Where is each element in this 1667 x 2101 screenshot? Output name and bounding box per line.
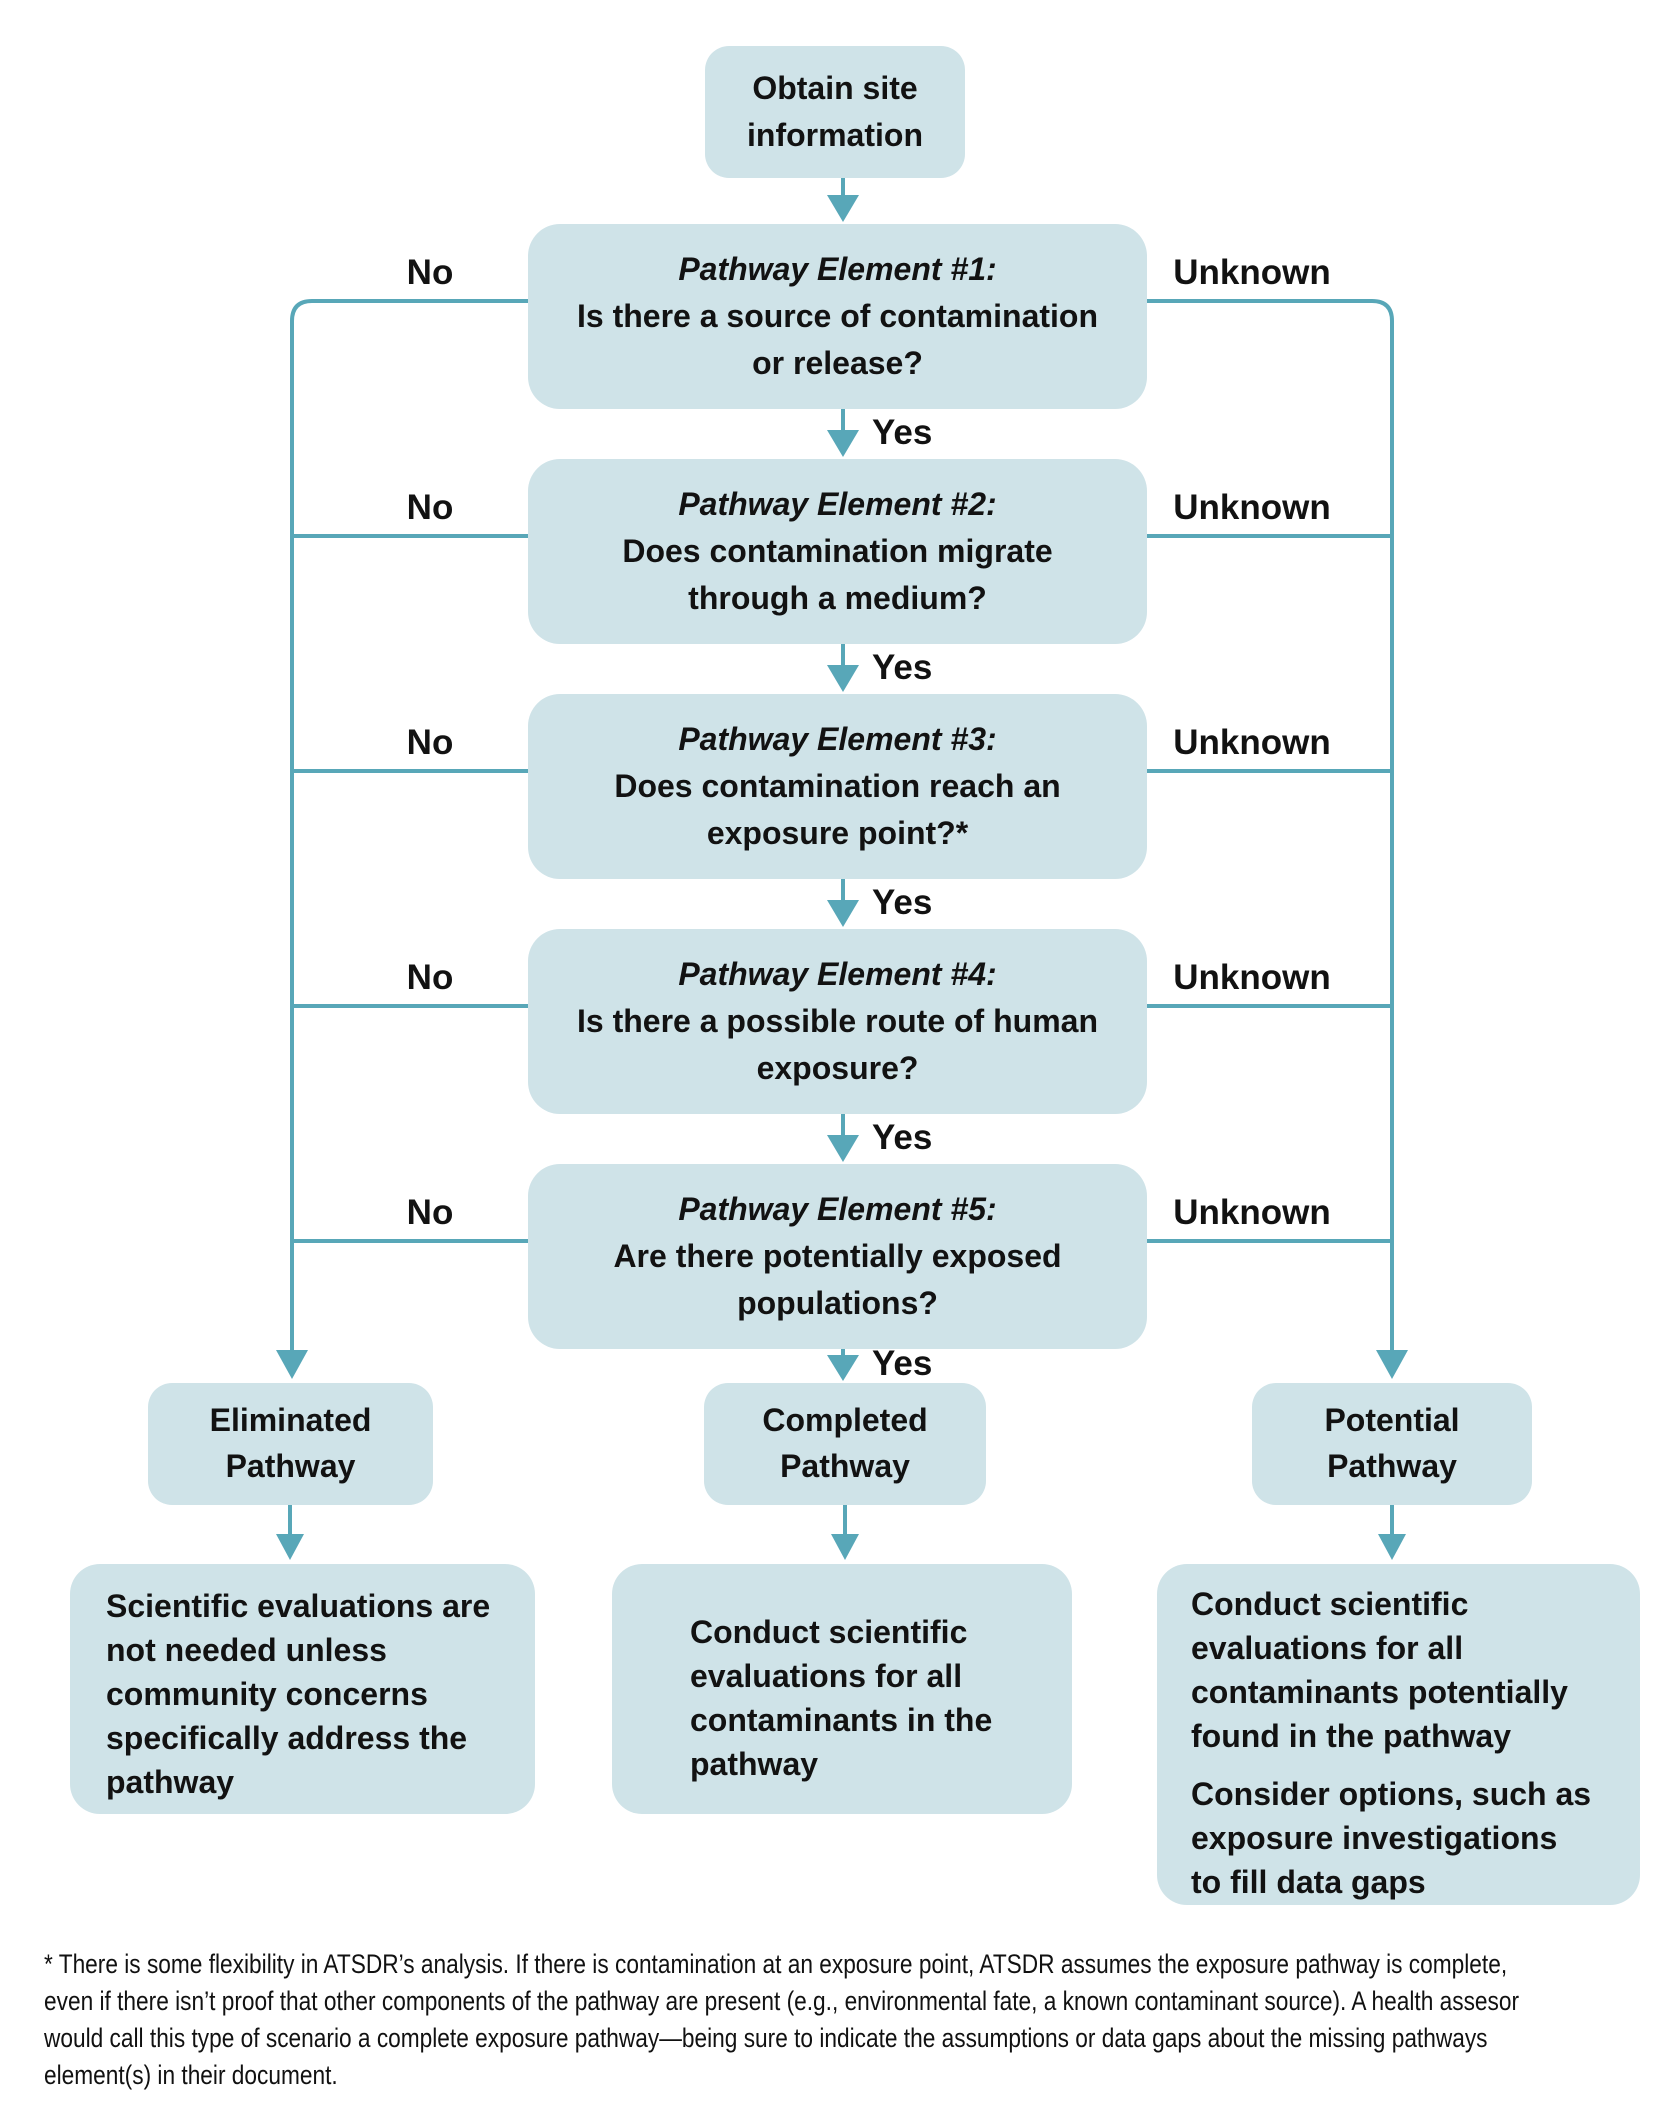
- eliminated-outcome-box: Scientific evaluations are not needed un…: [70, 1564, 535, 1814]
- unknown-label-4: Unknown: [1173, 958, 1331, 997]
- unknown-label-2: Unknown: [1173, 488, 1331, 527]
- potential-outcome-text: exposure investigations: [1191, 1820, 1558, 1856]
- potential-outcome-text: Consider options, such as: [1191, 1776, 1592, 1812]
- potential-outcome-text: evaluations for all: [1191, 1630, 1464, 1666]
- pathway-element-4-box: Pathway Element #4: Is there a possible …: [528, 929, 1147, 1114]
- pathway-element-3-box: Pathway Element #3: Does contamination r…: [528, 694, 1147, 879]
- eliminated-outcome-text: not needed unless: [106, 1632, 387, 1668]
- no-label-4: No: [406, 958, 454, 997]
- eliminated-outcome-text: specifically address the: [106, 1720, 468, 1756]
- eliminated-outcome-text: community concerns: [106, 1676, 428, 1712]
- start-box-line: information: [747, 117, 923, 153]
- potential-outcome-text: contaminants potentially: [1191, 1674, 1568, 1710]
- no-label-5: No: [406, 1193, 454, 1232]
- completed-pathway-label: Completed: [762, 1402, 928, 1438]
- completed-pathway-label: Pathway: [780, 1448, 910, 1484]
- start-box-line: Obtain site: [752, 70, 918, 106]
- eliminated-pathway-label: Pathway: [225, 1448, 356, 1484]
- completed-outcome-text: pathway: [690, 1746, 819, 1782]
- start-box: Obtain site information: [705, 46, 965, 178]
- completed-outcome-box: Conduct scientific evaluations for all c…: [612, 1564, 1072, 1814]
- pathway-element-5-box: Pathway Element #5: Are there potentiall…: [528, 1164, 1147, 1349]
- footnote: * There is some flexibility in ATSDR’s a…: [44, 1946, 1519, 2094]
- pathway-element-3-title: Pathway Element #3:: [678, 721, 997, 757]
- pathway-element-2-title: Pathway Element #2:: [678, 486, 997, 522]
- unknown-label-3: Unknown: [1173, 723, 1331, 762]
- pathway-element-4-title: Pathway Element #4:: [678, 956, 997, 992]
- pathway-element-2-question: Does contamination migrate: [622, 533, 1053, 569]
- potential-outcome-box: Conduct scientific evaluations for all c…: [1157, 1564, 1640, 1905]
- pathway-element-3-question: Does contamination reach an: [614, 768, 1061, 804]
- footnote-line: * There is some flexibility in ATSDR’s a…: [44, 1949, 1508, 1979]
- potential-pathway-label: Potential: [1324, 1402, 1460, 1438]
- pathway-element-1-question: Is there a source of contamination: [577, 298, 1098, 334]
- completed-outcome-text: Conduct scientific: [690, 1614, 968, 1650]
- pathway-element-4-question: Is there a possible route of human: [577, 1003, 1098, 1039]
- potential-outcome-text: to fill data gaps: [1191, 1864, 1426, 1900]
- pathway-element-1-title: Pathway Element #1:: [678, 251, 997, 287]
- potential-outcome-text: found in the pathway: [1191, 1718, 1511, 1754]
- pathway-element-5-title: Pathway Element #5:: [678, 1191, 997, 1227]
- unknown-label-1: Unknown: [1173, 253, 1331, 292]
- footnote-line: would call this type of scenario a compl…: [44, 2023, 1488, 2053]
- footnote-line: even if there isn’t proof that other com…: [44, 1986, 1520, 2016]
- potential-pathway-box: Potential Pathway: [1252, 1383, 1532, 1505]
- no-label-2: No: [406, 488, 454, 527]
- pathway-element-2-box: Pathway Element #2: Does contamination m…: [528, 459, 1147, 644]
- yes-label-4: Yes: [872, 1118, 933, 1157]
- pathway-element-4-question: exposure?: [756, 1050, 919, 1086]
- completed-outcome-text: evaluations for all: [690, 1658, 963, 1694]
- potential-outcome-text: Conduct scientific: [1191, 1586, 1469, 1622]
- pathway-element-5-question: Are there potentially exposed: [613, 1238, 1062, 1274]
- potential-pathway-label: Pathway: [1327, 1448, 1457, 1484]
- eliminated-outcome-text: Scientific evaluations are: [106, 1588, 491, 1624]
- footnote-line: element(s) in their document.: [44, 2060, 338, 2090]
- yes-label-5: Yes: [872, 1344, 933, 1383]
- pathway-element-2-question: through a medium?: [688, 580, 987, 616]
- eliminated-pathway-box: Eliminated Pathway: [148, 1383, 433, 1505]
- pathway-element-1-question: or release?: [752, 345, 923, 381]
- yes-label-1: Yes: [872, 413, 933, 452]
- yes-label-2: Yes: [872, 648, 933, 687]
- unknown-label-5: Unknown: [1173, 1193, 1331, 1232]
- no-label-3: No: [406, 723, 454, 762]
- eliminated-pathway-label: Eliminated: [209, 1402, 372, 1438]
- completed-pathway-box: Completed Pathway: [704, 1383, 986, 1505]
- no-label-1: No: [406, 253, 454, 292]
- completed-outcome-text: contaminants in the: [690, 1702, 993, 1738]
- pathway-element-5-question: populations?: [737, 1285, 938, 1321]
- yes-label-3: Yes: [872, 883, 933, 922]
- eliminated-outcome-text: pathway: [106, 1764, 235, 1800]
- pathway-element-1-box: Pathway Element #1: Is there a source of…: [528, 224, 1147, 409]
- pathway-element-3-question: exposure point?*: [706, 815, 969, 851]
